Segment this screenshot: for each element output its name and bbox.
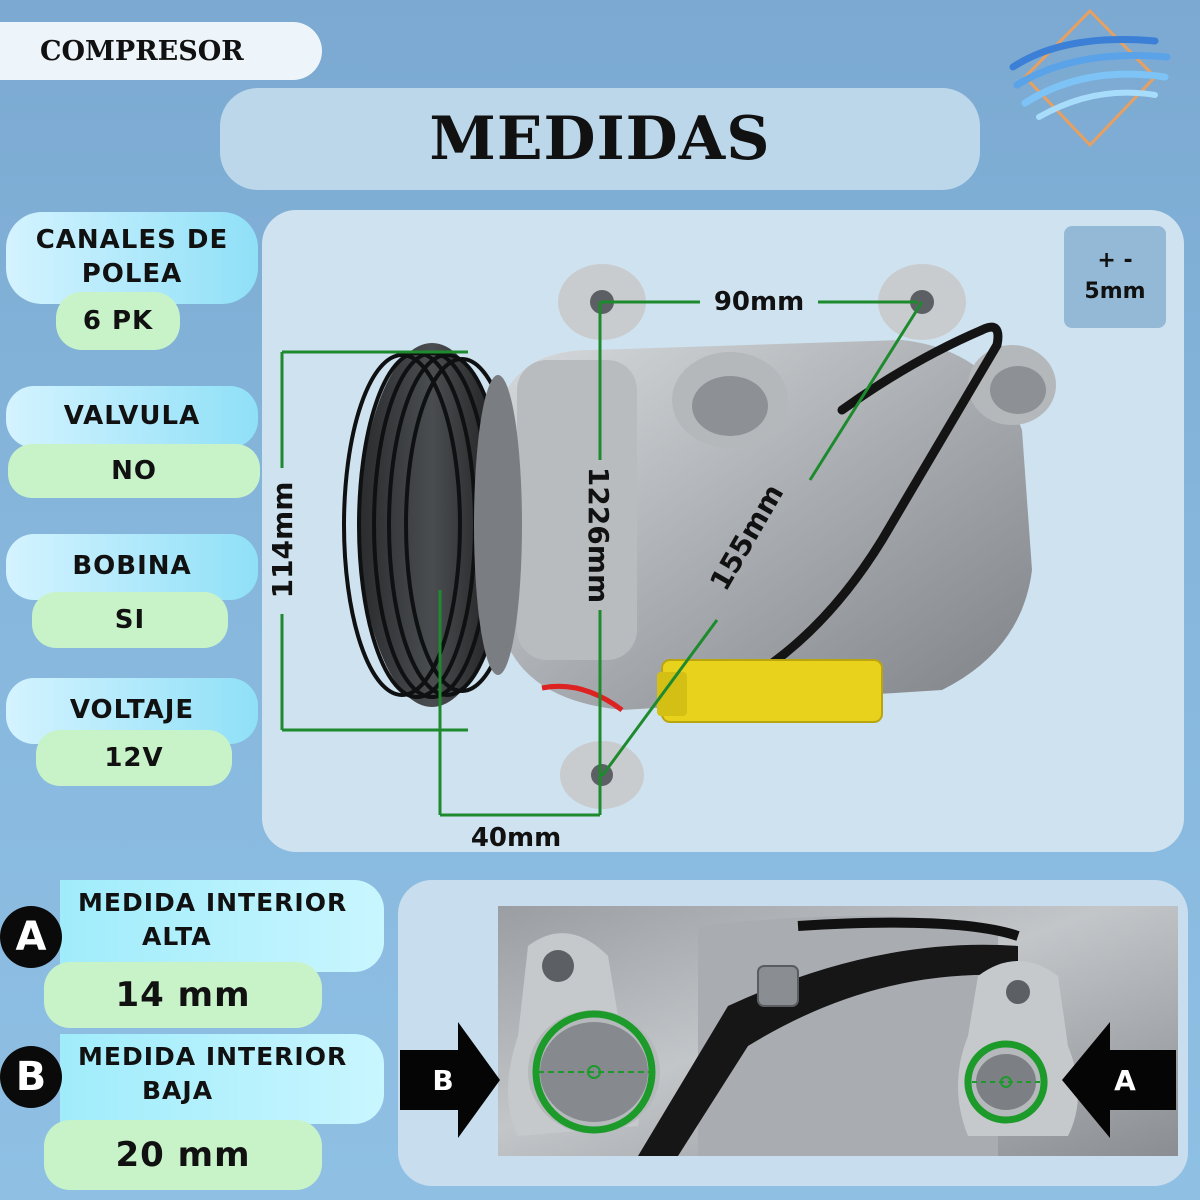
- spec-value-valve: NO: [8, 444, 260, 498]
- tolerance-badge: + - 5mm: [1064, 226, 1166, 328]
- dim-label-mount-vertical: 1226mm: [582, 467, 615, 603]
- port-b-arrow-label: B: [432, 1063, 454, 1097]
- brand-logo-icon: [1005, 5, 1175, 155]
- arrow-left-icon: [1062, 1022, 1176, 1138]
- spec-label-pulley-channels: CANALES DE POLEA: [6, 212, 258, 304]
- page-title: MEDIDAS: [220, 88, 980, 190]
- port-detail-photo: [498, 906, 1178, 1156]
- spec-value-pulley-channels: 6 PK: [56, 292, 180, 350]
- spec-value-voltage: 12V: [36, 730, 232, 786]
- port-b-label-line2: BAJA: [142, 1075, 214, 1105]
- port-a-arrow-label: A: [1114, 1063, 1136, 1097]
- port-a-label-line2: ALTA: [142, 921, 212, 951]
- port-a-value: 14 mm: [44, 962, 322, 1028]
- product-title: COMPRESOR: [0, 22, 322, 80]
- dim-label-width-top: 90mm: [714, 287, 804, 317]
- port-b-label: MEDIDA INTERIOR BAJA: [60, 1034, 384, 1124]
- port-a-label-line1: MEDIDA INTERIOR: [78, 888, 348, 917]
- port-a-label: MEDIDA INTERIOR ALTA: [60, 880, 384, 972]
- spec-label-valve: VALVULA: [6, 386, 258, 448]
- port-b-value: 20 mm: [44, 1120, 322, 1190]
- arrow-right-icon: [400, 1022, 500, 1138]
- dim-label-offset-bottom: 40mm: [471, 823, 561, 852]
- port-a-badge: A: [0, 906, 62, 968]
- tolerance-sign: + -: [1097, 248, 1133, 274]
- spec-value-coil: SI: [32, 592, 228, 648]
- tolerance-value: 5mm: [1084, 279, 1146, 304]
- spec-label-coil: BOBINA: [6, 534, 258, 600]
- dim-label-pulley-diameter: 114mm: [266, 482, 299, 599]
- port-b-badge: B: [0, 1046, 62, 1108]
- port-b-label-line1: MEDIDA INTERIOR: [78, 1042, 348, 1071]
- compressor-illustration: 90mm 1226mm 155mm 114mm 40mm: [262, 210, 1184, 853]
